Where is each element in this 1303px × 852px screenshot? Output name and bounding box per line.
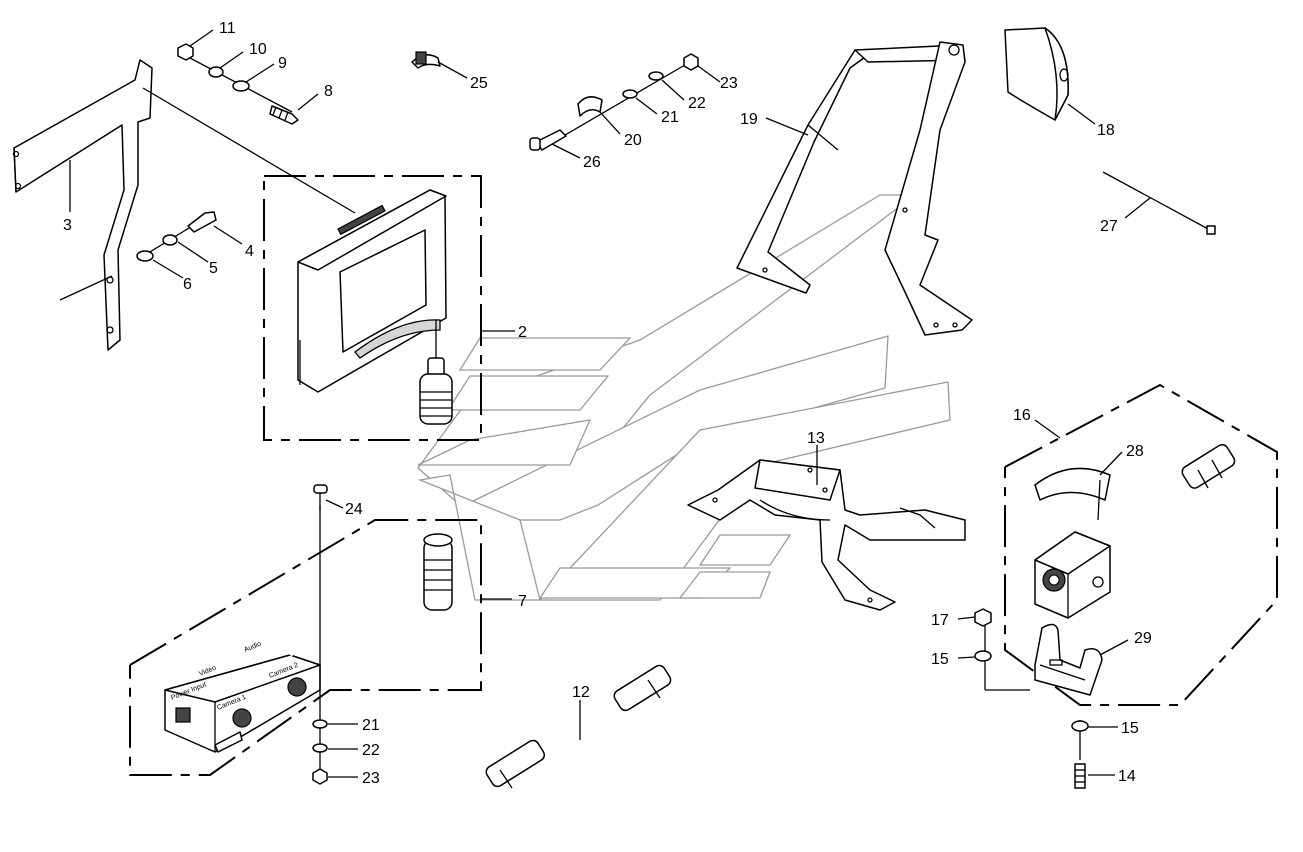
callout-6: 6: [183, 276, 192, 293]
callout-18: 18: [1097, 122, 1115, 139]
callout-22-bottom: 22: [362, 742, 380, 759]
control-box: Power Input Camera 1 Camera 2 Video Audi…: [164, 533, 453, 753]
callout-16: 16: [1013, 407, 1031, 424]
callout-20: 20: [624, 132, 642, 149]
callout-23-top: 23: [720, 75, 738, 92]
hardware-stack-mid-left: [136, 211, 217, 262]
callout-14: 14: [1118, 768, 1136, 785]
mounting-bracket: [12, 59, 356, 351]
callout-27: 27: [1100, 218, 1118, 235]
callout-28: 28: [1126, 443, 1144, 460]
callout-26: 26: [583, 154, 601, 171]
cable-tie: [1102, 171, 1216, 235]
control-box-assembly-frame: [129, 519, 482, 776]
callout-23-bottom: 23: [362, 770, 380, 787]
large-bracket: [736, 41, 973, 336]
callout-13: 13: [807, 430, 825, 447]
monitor-assembly-frame: [263, 175, 482, 441]
callout-17: 17: [931, 612, 949, 629]
monitor: [297, 189, 453, 425]
callout-29: 29: [1134, 630, 1152, 647]
leader-lines: [69, 29, 1151, 778]
callout-22-top: 22: [688, 95, 706, 112]
callout-labels: 11 10 9 8 3 4 5 6 2 7 24 25 23 22 21 20 …: [63, 20, 1152, 787]
hardware-stack-upper-left: [177, 43, 299, 125]
callout-24: 24: [345, 501, 363, 518]
callout-2: 2: [518, 324, 527, 341]
extension-cable: [485, 664, 672, 789]
callout-12: 12: [572, 684, 590, 701]
hardware-stack-lower-left: [312, 484, 328, 785]
callout-11: 11: [219, 20, 236, 37]
callout-21-bottom: 21: [362, 717, 380, 734]
callout-4: 4: [245, 243, 254, 260]
camera-hood: [1004, 27, 1069, 121]
callout-15-right: 15: [1121, 720, 1139, 737]
callout-5: 5: [209, 260, 218, 277]
hardware-stack-right: [974, 608, 1089, 789]
callout-10: 10: [249, 41, 267, 58]
callout-9: 9: [278, 55, 287, 72]
hardware-stack-upper-center: [529, 53, 699, 151]
callout-15-left: 15: [931, 651, 949, 668]
cable-clip-upper: [411, 51, 441, 69]
camera-assembly: [1034, 443, 1236, 696]
callout-21-top: 21: [661, 109, 679, 126]
callout-25: 25: [470, 75, 488, 92]
audio-label: Audio: [243, 641, 262, 654]
callout-19: 19: [740, 111, 758, 128]
center-bracket: [687, 459, 966, 611]
callout-3: 3: [63, 217, 72, 234]
callout-8: 8: [324, 83, 333, 100]
camera-assembly-frame: [1004, 383, 1278, 706]
callout-7: 7: [518, 593, 527, 610]
